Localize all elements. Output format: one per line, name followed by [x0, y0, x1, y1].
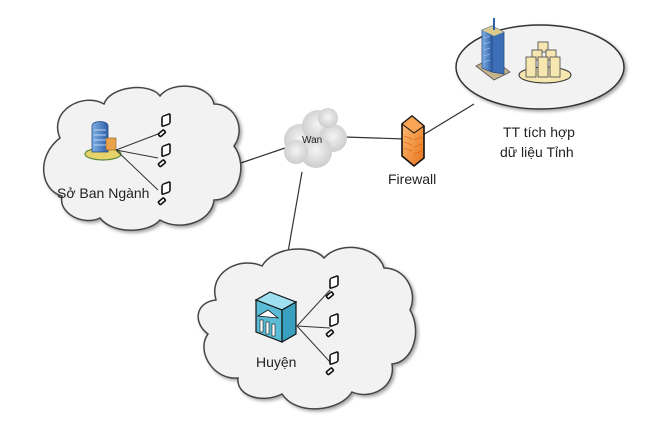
edge-wan-firewall [344, 136, 406, 140]
connection-lines [231, 103, 475, 253]
cloud-huyen [197, 246, 417, 410]
so-ban-nganh-label: Sở Ban Ngành [57, 185, 149, 201]
firewall-label: Firewall [388, 171, 436, 187]
tt-label-line1: TT tích hợp [503, 124, 575, 140]
skyscraper-icon [475, 18, 511, 81]
edge-firewall-tt [417, 103, 475, 139]
huyen-lan-lines [296, 289, 331, 363]
sbn-lan-lines [115, 133, 159, 191]
server-cluster-icon [518, 41, 572, 84]
firewall-icon [401, 114, 425, 168]
huyen-label: Huyện [256, 354, 296, 370]
wan-label: Wan [302, 135, 322, 146]
office-building-icon [84, 121, 122, 161]
government-building-icon [254, 291, 298, 344]
tt-label-line2: dữ liệu Tỉnh [500, 144, 574, 160]
wan-cloud-icon [284, 108, 347, 168]
cloud-so-ban-nganh [43, 85, 242, 231]
edge-wan-huyen [287, 171, 303, 253]
